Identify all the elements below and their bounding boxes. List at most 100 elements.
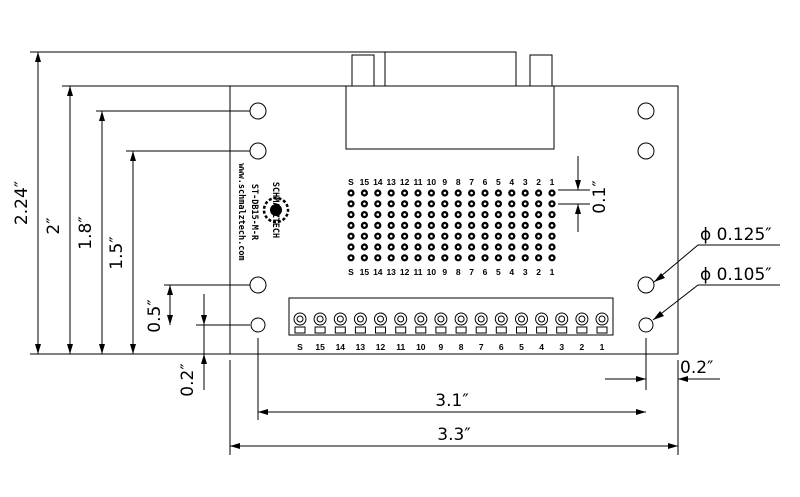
dot-grid-array: [347, 189, 556, 262]
grid-pad-hole: [510, 245, 514, 249]
pin-label-top: S: [348, 177, 354, 187]
grid-pad-hole: [349, 213, 353, 216]
grid-pad-hole: [483, 245, 487, 249]
terminal-tab: [376, 327, 386, 333]
grid-pad-hole: [483, 224, 487, 227]
terminal-label: 10: [416, 342, 426, 352]
terminal-tab: [557, 327, 567, 333]
grid-pad-hole: [510, 191, 514, 195]
pin-label-top: 8: [456, 177, 461, 187]
board-silkscreen: SCHMALZTECH ST-DB15-M-R www.schmalztech.…: [236, 163, 288, 261]
grid-pad-hole: [430, 191, 433, 195]
terminal-label: 15: [315, 342, 325, 352]
grid-pad-hole: [497, 245, 500, 249]
dim-pitch-0-1: 0.1″: [590, 180, 610, 213]
dim-height-1-5: 1.5″: [107, 236, 127, 269]
grid-pad-hole: [416, 234, 420, 238]
grid-pad-hole: [523, 191, 527, 195]
terminal-screw-head: [458, 316, 464, 322]
dim-hole-0-105: ϕ 0.105″: [700, 265, 772, 285]
pin-label-top: 11: [414, 177, 423, 187]
grid-pad-hole: [443, 234, 447, 238]
pin-label-bottom: S: [348, 267, 354, 277]
terminal-screw-head: [519, 316, 525, 322]
grid-pad-hole: [416, 202, 420, 206]
terminal-screw: [495, 313, 507, 325]
terminal-screw-head: [317, 316, 323, 322]
grid-pad-hole: [389, 245, 393, 249]
terminal-screw: [415, 313, 427, 325]
grid-pad-hole: [443, 256, 447, 260]
terminal-screw: [435, 313, 447, 325]
grid-pad-hole: [349, 202, 353, 206]
grid-pad-hole: [483, 256, 487, 260]
terminal-block: [289, 298, 613, 335]
grid-pad-hole: [523, 224, 527, 227]
terminal-label: 12: [376, 342, 386, 352]
brand-text: SCHMALZTECH: [270, 182, 280, 238]
terminal-screw: [375, 313, 387, 325]
grid-pad-hole: [389, 224, 393, 227]
pin-label-top: 3: [523, 177, 528, 187]
grid-pad-hole: [483, 213, 487, 216]
terminal-tab: [335, 327, 345, 333]
terminal-screw-head: [398, 316, 404, 322]
grid-pad-hole: [403, 256, 406, 260]
terminal-tab: [295, 327, 305, 333]
grid-pad-hole: [550, 224, 554, 227]
grid-pad-hole: [349, 245, 353, 249]
terminal-label: 3: [559, 342, 564, 352]
website-label: www.schmalztech.com: [236, 163, 246, 260]
grid-pad-hole: [483, 234, 487, 238]
grid-pad-hole: [456, 256, 460, 260]
grid-pad-hole: [550, 213, 554, 216]
grid-pad-hole: [403, 191, 406, 195]
terminal-label: S: [297, 342, 303, 352]
grid-pad-hole: [349, 256, 353, 260]
pin-label-top: 2: [536, 177, 541, 187]
terminal-tab: [456, 327, 466, 333]
grid-pad-hole: [376, 256, 380, 260]
pin-label-bottom: 11: [414, 267, 423, 277]
grid-pad-hole: [537, 224, 540, 227]
pin-label-bottom: 10: [427, 267, 437, 277]
db15-post-right: [530, 55, 552, 86]
grid-pad-hole: [403, 234, 406, 238]
pin-label-bottom: 5: [496, 267, 501, 277]
pin-label-top: 14: [373, 177, 383, 187]
pin-label-top: 12: [400, 177, 410, 187]
terminal-screw-head: [378, 316, 384, 322]
pin-label-top: 10: [427, 177, 437, 187]
pin-label-rows: SS15151414131312121111101099887766554433…: [348, 177, 554, 277]
pin-label-bottom: 4: [509, 267, 514, 277]
terminal-screw-head: [559, 316, 565, 322]
model-label: ST-DB15-M-R: [249, 184, 259, 241]
arrowheads: [35, 52, 688, 449]
terminal-label: 1: [600, 342, 605, 352]
grid-pad-hole: [456, 224, 460, 227]
grid-pad-hole: [443, 213, 447, 216]
dim-width-3-1: 3.1″: [435, 391, 468, 411]
grid-pad-hole: [550, 245, 554, 249]
dimension-lines: [30, 52, 780, 455]
terminal-tab: [315, 327, 325, 333]
terminal-screw-head: [297, 316, 303, 322]
pin-label-bottom: 9: [442, 267, 447, 277]
grid-pad-hole: [497, 213, 500, 216]
grid-pad-hole: [537, 234, 540, 238]
grid-pad-hole: [523, 256, 527, 260]
grid-pad-hole: [389, 234, 393, 238]
terminal-screw-head: [337, 316, 343, 322]
terminal-tab: [537, 327, 547, 333]
grid-pad-hole: [523, 234, 527, 238]
dim-height-2: 2″: [44, 217, 64, 234]
terminal-label: 14: [336, 342, 346, 352]
grid-pad-hole: [483, 191, 487, 195]
grid-pad-hole: [523, 213, 527, 216]
grid-pad-hole: [510, 213, 514, 216]
grid-pad-hole: [443, 202, 447, 206]
grid-pad-hole: [363, 213, 366, 216]
grid-pad-hole: [497, 191, 500, 195]
grid-pad-hole: [523, 202, 527, 206]
